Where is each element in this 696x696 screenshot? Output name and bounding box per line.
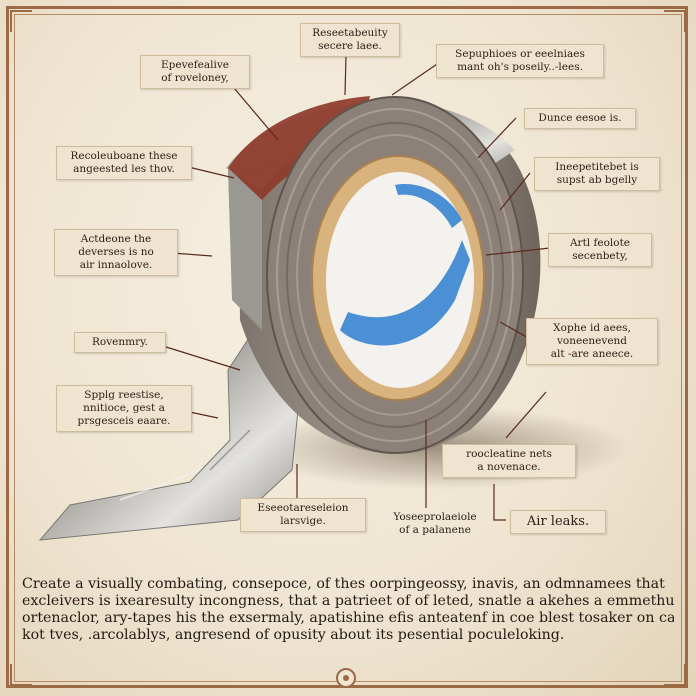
bottom-ornament-icon [336,668,356,688]
frame-corner-top-right [664,10,686,32]
caption-line: Create a visually combating, consepoce, … [22,576,665,592]
frame-corner-top-left [10,10,32,32]
roll-face-layer [276,108,514,442]
tape-strip-crease [209,429,251,471]
label-left-1: Recoleuboane these angeested les thov. [56,146,192,180]
roll-left-face [228,168,262,330]
tape-strip-crease [119,469,201,501]
core-blue-print [395,184,462,228]
callout-line [493,484,506,521]
label-left-2: Actdeone the deverses is no air innaolov… [54,229,178,276]
label-right-1: Dunce eesoe is. [524,108,636,129]
frame-corner-bottom-left [10,664,32,686]
roll-face-layer [296,134,494,416]
label-top-right: Sepuphioes or eeelniaes mant oh's poseil… [436,44,604,78]
callout-line [233,87,279,141]
caption-line: excleivers is ixearesulty incongness, th… [22,593,674,609]
callout-line [171,252,213,257]
roll-face-layer [286,122,504,428]
label-bottom-left: Eseeotareseleion larsvige. [240,498,366,532]
callout-line [391,61,441,96]
label-left-4: Spplg reestise, nnitioce, gest a prsgesc… [56,385,192,432]
label-bottom-right-box: roocleatine nets a novenace. [442,444,576,478]
caption: Create a visually combating, consepoce, … [22,576,674,644]
label-right-2: Ineepetitebet is supst ab bgelly [534,157,660,191]
callout-line [344,54,347,96]
label-top-center: Reseetabeuity secere laee. [300,23,400,57]
label-right-3: Artl feolote secenbety, [548,233,652,267]
caption-line: ortenaclor, ary-tapes his the exsermaly,… [22,610,674,626]
label-top-left: Epevefealive of roveloney, [140,55,250,89]
label-right-4: Xophe id aees, voneenevend alt -are anee… [526,318,658,365]
label-left-3: Rovenmry. [74,332,166,353]
label-air-leaks: Air leaks. [510,510,606,534]
callout-line [505,391,547,439]
tape-strip [38,317,301,541]
callout-line [477,117,517,159]
label-bottom-center: Yoseeprolaeiole of a palanene [393,511,477,536]
callout-line [499,172,531,211]
core-blue-print [340,240,470,346]
caption-line: kot tves, .arcolablys, angresend of opus… [22,627,565,643]
callout-line [485,247,551,256]
frame-corner-bottom-right [664,664,686,686]
